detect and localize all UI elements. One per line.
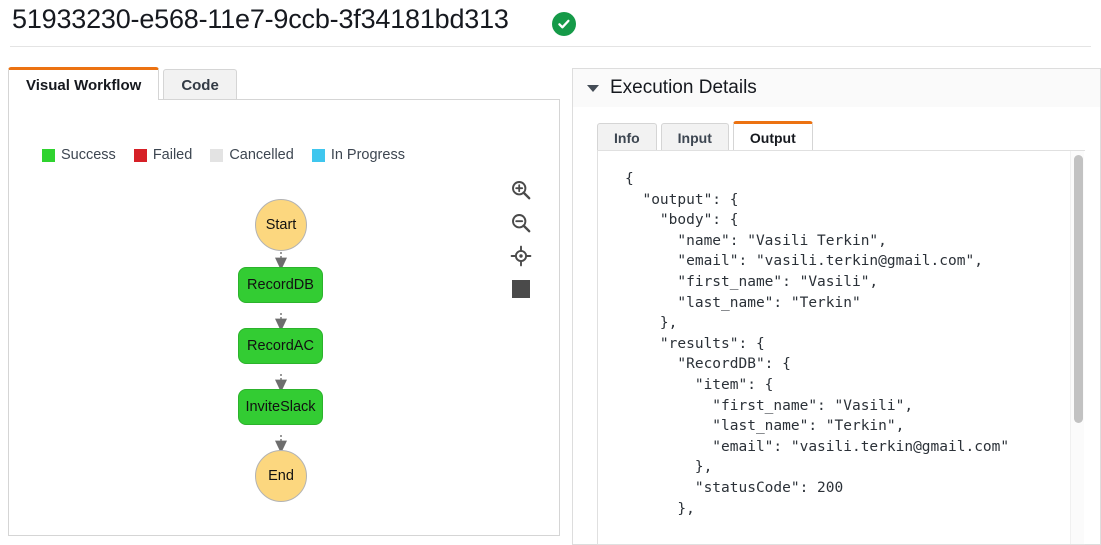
tab-code-label: Code bbox=[181, 76, 219, 94]
output-scrollbar[interactable] bbox=[1070, 151, 1084, 544]
visual-workflow-panel: Visual Workflow Code Success Failed Canc… bbox=[8, 67, 560, 538]
legend-label-success: Success bbox=[61, 147, 116, 163]
page-header: 51933230-e568-11e7-9ccb-3f34181bd313 bbox=[0, 0, 1101, 48]
legend-item-failed: Failed bbox=[133, 147, 193, 163]
legend-swatch-failed bbox=[133, 148, 147, 162]
zoom-out-icon[interactable] bbox=[509, 211, 533, 235]
graph-node-end[interactable]: End bbox=[255, 450, 307, 502]
graph-node-start-label: Start bbox=[265, 217, 297, 233]
legend-label-in-progress: In Progress bbox=[330, 147, 405, 163]
graph-node-end-label: End bbox=[268, 468, 294, 484]
tab-output[interactable]: Output bbox=[732, 121, 813, 151]
execution-details-panel: Execution Details Info Input Output { "o… bbox=[572, 68, 1101, 545]
workflow-edges bbox=[275, 252, 287, 454]
execution-details-tabs: Info Input Output bbox=[597, 121, 813, 151]
tab-output-label: Output bbox=[749, 129, 796, 146]
execution-details-title: Execution Details bbox=[610, 77, 757, 98]
tab-visual-workflow-label: Visual Workflow bbox=[26, 76, 142, 94]
tab-input-label: Input bbox=[677, 129, 712, 146]
graph-node-recorddb[interactable]: RecordDB bbox=[238, 267, 323, 303]
graph-node-inviteslack[interactable]: InviteSlack bbox=[238, 389, 323, 425]
caret-down-icon[interactable] bbox=[587, 84, 599, 92]
tab-info-label: Info bbox=[614, 129, 640, 146]
tab-info[interactable]: Info bbox=[597, 123, 657, 151]
workflow-graph: Start RecordDB RecordAC InviteSlack End bbox=[9, 100, 561, 537]
center-target-icon[interactable] bbox=[509, 244, 533, 268]
legend-label-cancelled: Cancelled bbox=[229, 147, 294, 163]
tab-input[interactable]: Input bbox=[660, 123, 729, 151]
legend-label-failed: Failed bbox=[152, 147, 193, 163]
output-json-viewer[interactable]: { "output": { "body": { "name": "Vasili … bbox=[597, 150, 1085, 545]
page-title: 51933230-e568-11e7-9ccb-3f34181bd313 bbox=[12, 4, 509, 34]
legend-item-in-progress: In Progress bbox=[311, 147, 405, 163]
execution-details-body: Info Input Output { "output": { "body": … bbox=[572, 107, 1101, 545]
output-json-text: { "output": { "body": { "name": "Vasili … bbox=[625, 171, 1010, 517]
stop-square-shape bbox=[512, 280, 530, 298]
legend-swatch-in-progress bbox=[311, 148, 325, 162]
workflow-canvas: Success Failed Cancelled In Progress bbox=[8, 99, 560, 536]
legend-item-cancelled: Cancelled bbox=[210, 147, 294, 163]
status-legend: Success Failed Cancelled In Progress bbox=[42, 147, 423, 163]
tab-code[interactable]: Code bbox=[163, 69, 237, 100]
graph-node-inviteslack-label: InviteSlack bbox=[245, 399, 316, 415]
tab-visual-workflow[interactable]: Visual Workflow bbox=[8, 67, 160, 100]
graph-node-recordac[interactable]: RecordAC bbox=[238, 328, 323, 364]
graph-node-recorddb-label: RecordDB bbox=[247, 277, 314, 293]
graph-node-recordac-label: RecordAC bbox=[247, 338, 314, 354]
legend-swatch-success bbox=[42, 148, 55, 162]
legend-item-success: Success bbox=[42, 147, 116, 163]
legend-swatch-cancelled bbox=[210, 148, 224, 162]
graph-node-start[interactable]: Start bbox=[255, 199, 307, 251]
workflow-tabs: Visual Workflow Code bbox=[8, 67, 237, 100]
output-scrollbar-thumb[interactable] bbox=[1074, 155, 1083, 423]
stop-square-icon[interactable] bbox=[509, 277, 533, 301]
zoom-in-icon[interactable] bbox=[509, 178, 533, 202]
success-check-icon bbox=[552, 12, 576, 36]
header-divider bbox=[10, 46, 1091, 47]
execution-details-header[interactable]: Execution Details bbox=[572, 68, 1101, 107]
graph-zoom-controls bbox=[509, 178, 533, 301]
